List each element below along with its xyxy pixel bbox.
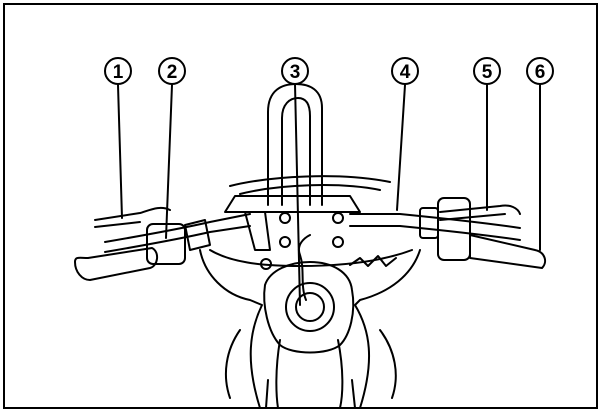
callouts: 1 2 3 4 5 6 bbox=[104, 57, 554, 85]
top-cable bbox=[229, 175, 391, 195]
fork-lower bbox=[265, 339, 356, 409]
bolt bbox=[332, 236, 344, 248]
fairing-detail bbox=[349, 255, 397, 267]
callout-5-label: 5 bbox=[482, 62, 493, 83]
steering-head bbox=[263, 261, 355, 354]
handlebar-clamp bbox=[224, 195, 361, 251]
bolt bbox=[332, 212, 344, 224]
leader-2 bbox=[165, 84, 173, 239]
bolt bbox=[260, 258, 272, 270]
ignition-outer bbox=[285, 282, 335, 332]
bolt bbox=[279, 236, 291, 248]
callout-2: 2 bbox=[158, 57, 186, 85]
fender-lines bbox=[224, 329, 397, 399]
left-grip bbox=[74, 247, 158, 281]
callout-3-label: 3 bbox=[290, 62, 301, 83]
right-grip bbox=[469, 234, 547, 269]
leader-1 bbox=[117, 84, 123, 219]
right-lever bbox=[439, 204, 521, 221]
ignition-inner bbox=[295, 292, 325, 322]
callout-1: 1 bbox=[104, 57, 132, 85]
callout-3: 3 bbox=[281, 57, 309, 85]
front-fairing bbox=[199, 249, 421, 409]
throttle-housing bbox=[184, 219, 211, 251]
right-perch bbox=[419, 207, 439, 239]
callout-1-label: 1 bbox=[113, 62, 124, 83]
callout-5: 5 bbox=[473, 57, 501, 85]
bolt bbox=[279, 212, 291, 224]
callout-4: 4 bbox=[391, 57, 419, 85]
callout-6: 6 bbox=[526, 57, 554, 85]
leader-4 bbox=[396, 84, 406, 211]
leader-3 bbox=[294, 83, 301, 306]
callout-4-label: 4 bbox=[400, 62, 411, 83]
center-cable bbox=[298, 234, 311, 301]
callout-2-label: 2 bbox=[167, 62, 178, 83]
callout-6-label: 6 bbox=[535, 62, 546, 83]
